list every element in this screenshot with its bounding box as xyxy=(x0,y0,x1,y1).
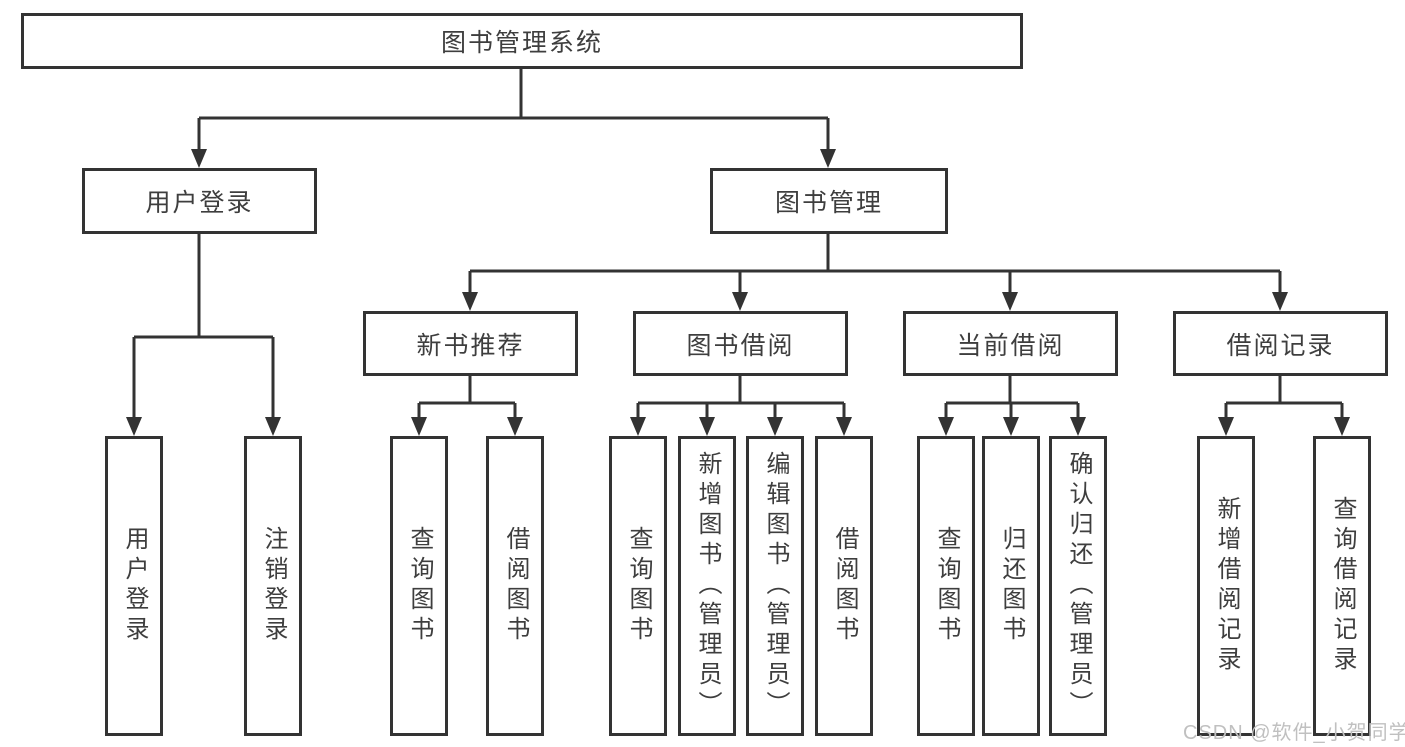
leaf-bb-edit-books-admin: 编辑图书（管理员） xyxy=(746,436,804,736)
node-library-management-system: 图书管理系统 xyxy=(21,13,1023,69)
node-new-book-recommend: 新书推荐 xyxy=(363,311,578,376)
node-book-management: 图书管理 xyxy=(710,168,948,234)
leaf-logout: 注销登录 xyxy=(244,436,302,736)
leaf-cb-confirm-return-admin: 确认归还（管理员） xyxy=(1049,436,1107,736)
leaf-br-query-record: 查询借阅记录 xyxy=(1313,436,1371,736)
leaf-user-login: 用户登录 xyxy=(105,436,163,736)
leaf-rec-borrow-books: 借阅图书 xyxy=(486,436,544,736)
leaf-bb-borrow-books: 借阅图书 xyxy=(815,436,873,736)
arrowheads xyxy=(126,149,1350,436)
node-book-borrowing: 图书借阅 xyxy=(633,311,848,376)
node-borrowing-records: 借阅记录 xyxy=(1173,311,1388,376)
leaf-rec-query-books: 查询图书 xyxy=(390,436,448,736)
leaf-cb-return-books: 归还图书 xyxy=(982,436,1040,736)
leaf-br-add-record: 新增借阅记录 xyxy=(1197,436,1255,736)
leaf-bb-add-books-admin: 新增图书（管理员） xyxy=(678,436,736,736)
leaf-bb-query-books: 查询图书 xyxy=(609,436,667,736)
leaf-cb-query-books: 查询图书 xyxy=(917,436,975,736)
node-user-login: 用户登录 xyxy=(82,168,317,234)
csdn-watermark: CSDN @软件_小贺同学 xyxy=(1183,722,1405,744)
node-current-borrowing: 当前借阅 xyxy=(903,311,1118,376)
